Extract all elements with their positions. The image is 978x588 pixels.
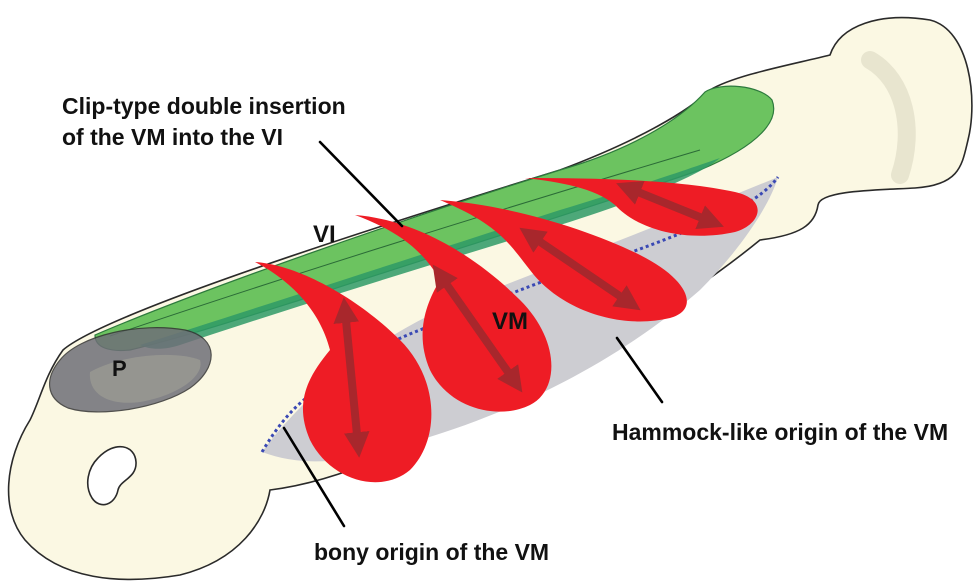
clip-type-label-line1: Clip-type double insertion xyxy=(62,93,346,119)
bony-origin-label: bony origin of the VM xyxy=(314,539,549,565)
hammock-leader-line xyxy=(617,338,662,402)
vm-label: VM xyxy=(492,308,528,335)
hammock-label: Hammock-like origin of the VM xyxy=(612,419,948,445)
vi-label: VI xyxy=(313,221,336,248)
clip-type-label-line2: of the VM into the VI xyxy=(62,124,283,150)
p-label: P xyxy=(112,356,127,381)
clip-leader-line xyxy=(320,142,402,226)
